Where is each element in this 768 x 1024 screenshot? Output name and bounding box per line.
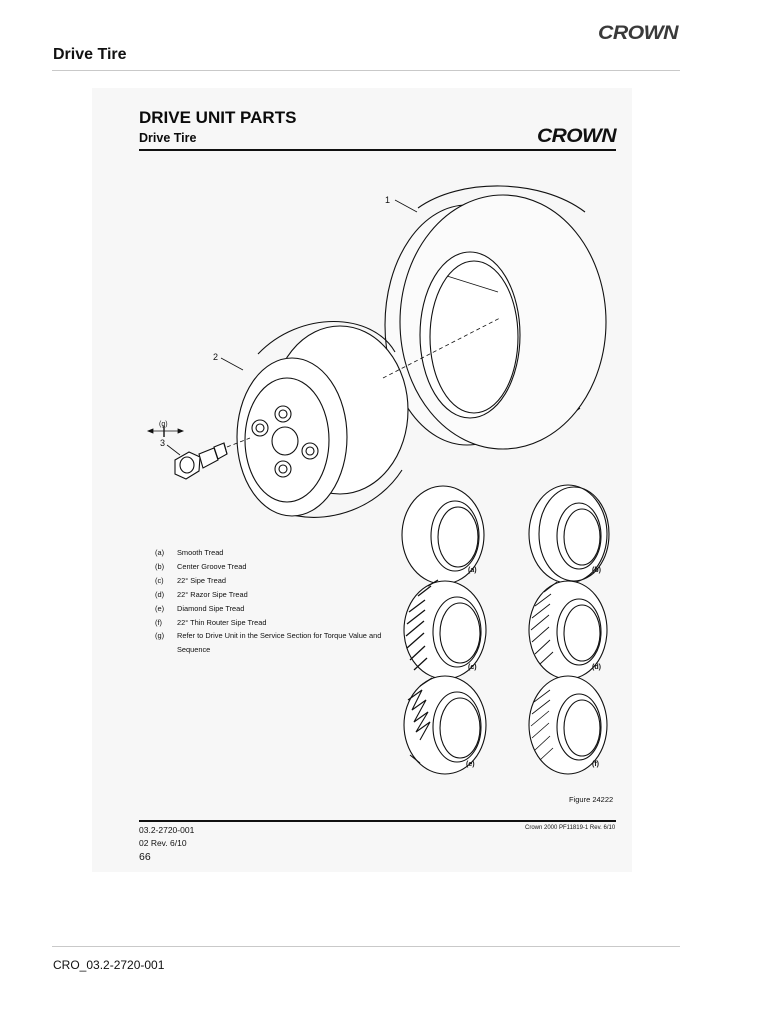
header-divider	[52, 70, 680, 71]
tread-e	[403, 675, 487, 775]
tread-legend: (a) Smooth Tread (b) Center Groove Tread…	[155, 546, 395, 657]
tread-label-b: (b)	[592, 567, 601, 574]
tread-label-a: (a)	[468, 567, 477, 574]
legend-text: Refer to Drive Unit in the Service Secti…	[177, 631, 382, 655]
sheet-footer-rule	[139, 820, 616, 822]
hub-illustration	[236, 320, 409, 518]
legend-letter: (d)	[155, 589, 165, 599]
legend-text: 22° Razor Sipe Tread	[177, 589, 248, 599]
tread-label-d: (d)	[592, 664, 601, 671]
page-header: Drive Tire CROWN	[0, 0, 768, 72]
legend-text: Center Groove Tread	[177, 561, 247, 571]
crown-logo: CROWN	[598, 23, 680, 42]
page-title: Drive Tire	[53, 46, 127, 63]
tire-illustration	[384, 185, 607, 450]
legend-text: Diamond Sipe Tread	[177, 603, 245, 613]
sheet-title: DRIVE UNIT PARTS	[139, 108, 297, 127]
callout-g: (g)	[159, 421, 168, 428]
callout-3: 3	[160, 438, 165, 448]
sheet-copyright: Crown 2000 PF11819-1 Rev. 6/10	[525, 825, 616, 831]
legend-item: (g) Refer to Drive Unit in the Service S…	[155, 629, 395, 657]
footer-divider	[52, 946, 680, 947]
legend-item: (c) 22° Sipe Tread	[155, 574, 395, 588]
bolt-illustration	[174, 442, 228, 480]
legend-item: (a) Smooth Tread	[155, 546, 395, 560]
tread-label-c: (c)	[468, 664, 477, 671]
leader-lines	[146, 199, 418, 456]
callout-1: 1	[385, 195, 390, 205]
tread-f	[528, 675, 608, 775]
sheet-revision: 02 Rev. 6/10	[139, 838, 187, 848]
tread-label-f: (f)	[592, 761, 599, 768]
tread-label-e: (e)	[466, 761, 475, 768]
legend-item: (e) Diamond Sipe Tread	[155, 602, 395, 616]
legend-text: Smooth Tread	[177, 548, 224, 557]
legend-letter: (f)	[155, 617, 162, 627]
legend-text: 22° Sipe Tread	[177, 575, 226, 585]
sheet-title-rule	[139, 149, 616, 151]
assembly-lines	[226, 317, 501, 448]
legend-letter: (a)	[155, 548, 165, 557]
footer-document-id: CRO_03.2-2720-001	[53, 958, 165, 972]
legend-letter: (b)	[155, 561, 165, 571]
sheet-subtitle: Drive Tire	[139, 131, 197, 145]
legend-letter: (e)	[155, 603, 165, 613]
crown-logo-sheet: CROWN	[537, 126, 617, 145]
legend-letter: (c)	[155, 575, 164, 585]
legend-item: (d) 22° Razor Sipe Tread	[155, 588, 395, 602]
crown-logo-sheet-text: CROWN	[537, 126, 617, 145]
callout-2: 2	[213, 352, 218, 362]
sheet-doc-number: 03.2-2720-001	[139, 825, 195, 835]
legend-text: 22° Thin Router Sipe Tread	[177, 617, 267, 627]
legend-letter: (g)	[155, 631, 165, 641]
crown-logo-text: CROWN	[598, 23, 680, 42]
sheet-page-number: 66	[139, 851, 151, 863]
figure-number: Figure 24222	[569, 795, 614, 804]
legend-item: (f) 22° Thin Router Sipe Tread	[155, 616, 395, 630]
legend-item: (b) Center Groove Tread	[155, 560, 395, 574]
